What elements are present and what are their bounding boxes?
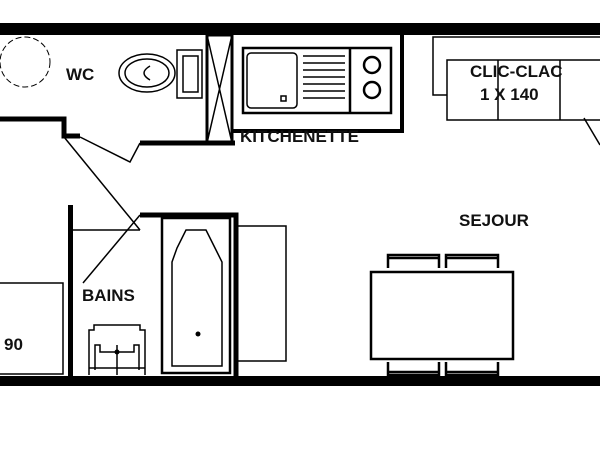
chair [444,253,500,268]
toilet-bowl [118,53,176,93]
wc-room [0,36,235,163]
drainboard [303,55,345,99]
hob-burner [362,55,382,75]
door-swing-right [583,117,600,146]
wc-label: WC [66,65,94,84]
kitchenette-label: KITCHENETTE [240,127,359,146]
sofa-bed-size: 1 X 140 [480,85,539,104]
chair [386,253,441,268]
duct-partition [205,33,234,145]
bed-size-label: 90 [4,335,23,354]
kitchenette [232,35,404,133]
bathroom [68,205,287,377]
entrance-door-swing [63,136,141,231]
bathroom-door-swing [82,214,141,284]
chair [444,362,500,377]
toilet-tank [176,49,203,99]
top-wall [0,23,600,35]
sejour-label: SEJOUR [459,211,529,230]
shower-drain-circle [0,36,51,88]
sink [246,52,298,109]
washbasin [88,324,146,375]
wc-bottom-wall [0,116,80,139]
bath-panel [235,225,287,362]
kitchen-counter [241,46,393,115]
bains-label: BAINS [82,286,135,305]
bathtub [160,216,232,375]
hob-burner [362,80,382,100]
sofa-bed-label: CLIC-CLAC [470,62,563,81]
wc-door-swing [79,136,141,163]
single-bed [0,282,64,375]
chair [386,362,441,377]
dining-table [369,253,515,377]
bottom-wall [0,376,600,386]
sofa-bed [432,36,600,121]
